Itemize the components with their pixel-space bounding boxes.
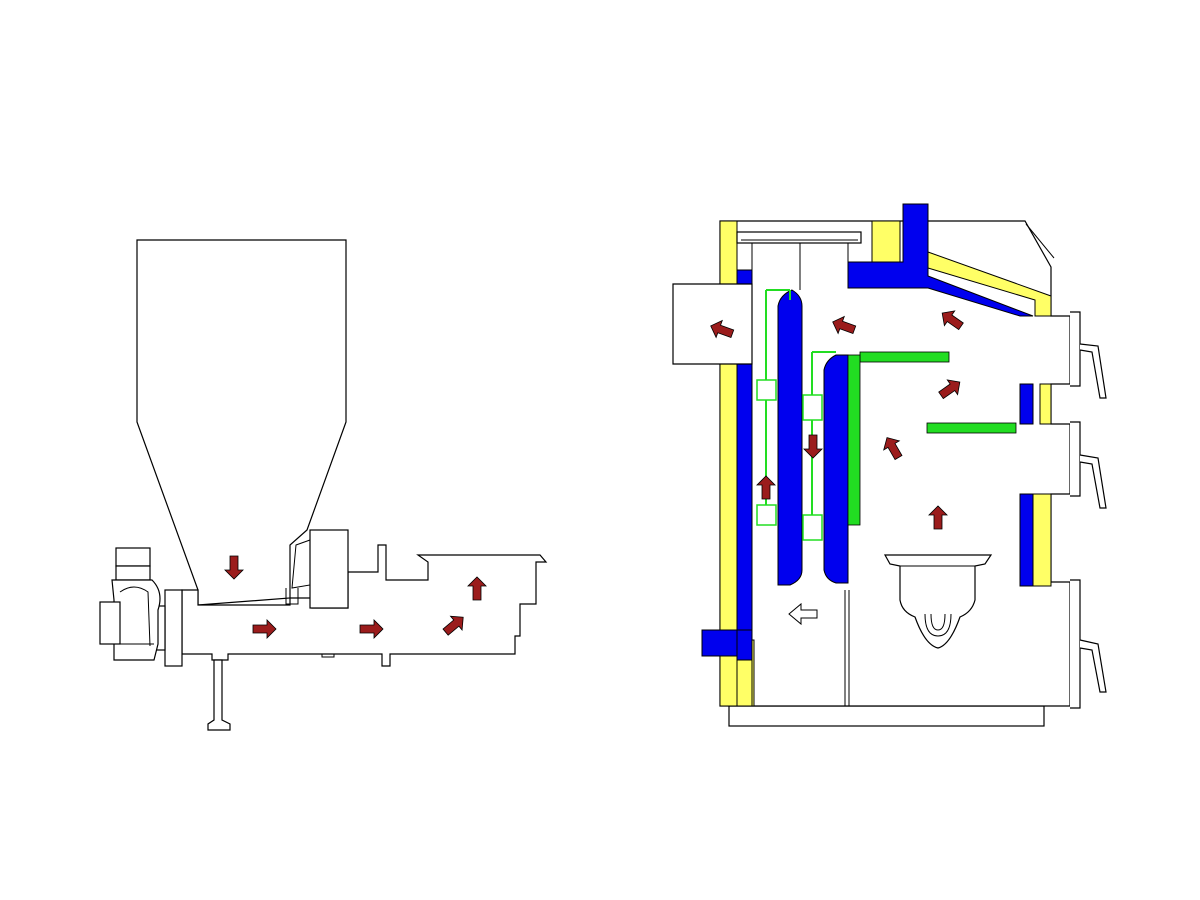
drive-motor	[99, 547, 161, 661]
boiler-base	[728, 705, 1045, 727]
feeder-support-leg	[207, 659, 231, 731]
boiler-doors	[1070, 311, 1107, 709]
water-jacket	[701, 203, 1034, 661]
motor-flange	[164, 589, 183, 667]
flue-outlet	[672, 283, 753, 365]
boiler	[672, 203, 1107, 727]
burner-head	[309, 529, 349, 609]
fuel-feeder-assembly	[99, 239, 548, 731]
cleaning-plate	[736, 231, 862, 244]
heat-exchanger-baffles	[756, 289, 1017, 541]
ash-pan	[883, 554, 993, 649]
fuel-hopper	[136, 239, 347, 606]
return-flow-arrow	[788, 602, 818, 626]
